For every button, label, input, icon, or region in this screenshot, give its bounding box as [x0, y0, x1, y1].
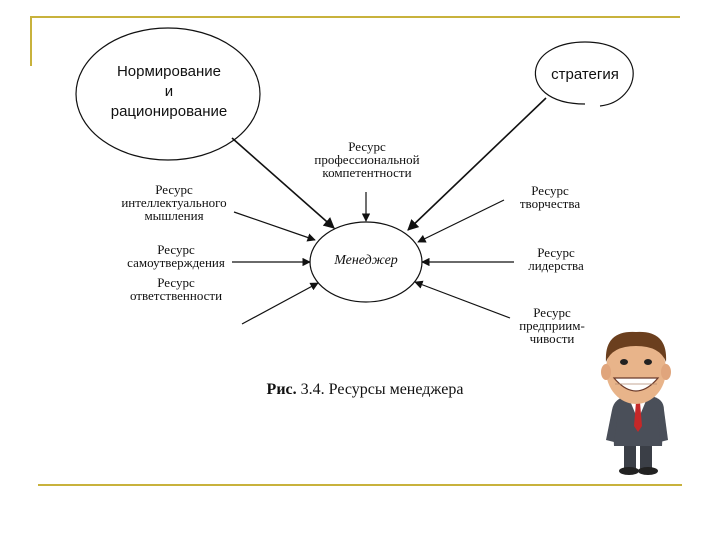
- cartoon-businessman-icon: [601, 331, 671, 475]
- arrow-top-right: [407, 97, 547, 231]
- center-label: Менеджер: [334, 253, 398, 268]
- arrow-enterprise: [414, 280, 511, 319]
- figure-caption: Рис. 3.4. Ресурсы менеджера: [240, 381, 490, 399]
- arrow-intellectual: [233, 211, 316, 242]
- resource-leadership: Ресурс лидерства: [528, 245, 584, 273]
- resource-responsibility: Ресурс ответственности: [129, 275, 223, 303]
- arrow-creativity: [417, 199, 505, 243]
- top-right-ellipse-label: стратегия: [551, 66, 619, 83]
- frame-bottom-line: [38, 484, 682, 486]
- top-left-line-1: Нормирование: [116, 63, 222, 80]
- frame-top-line: [30, 16, 680, 18]
- resource-professional: Ресурс профессиональной компетентности: [314, 139, 420, 180]
- top-left-ellipse: [75, 27, 261, 161]
- top-left-line-2: и: [164, 83, 174, 100]
- caption-prefix: Рис.: [266, 381, 297, 398]
- resource-creativity: Ресурс творчества: [519, 183, 581, 211]
- arrow-top-left: [231, 137, 335, 229]
- top-left-line-3: рационирование: [110, 103, 228, 120]
- top-right-ellipse: [534, 41, 634, 107]
- resource-self-assertion: Ресурс самоутверждения: [127, 242, 225, 270]
- resource-intellectual: Ресурс интеллектуального мышления: [121, 182, 227, 223]
- arrow-responsibility: [241, 282, 319, 325]
- top-left-ellipse-label: Нормирование и рационирование: [84, 62, 254, 122]
- caption-text: 3.4. Ресурсы менеджера: [296, 381, 464, 398]
- frame-left-line: [30, 16, 32, 66]
- resource-enterprise: Ресурс предприим- чивости: [519, 305, 585, 346]
